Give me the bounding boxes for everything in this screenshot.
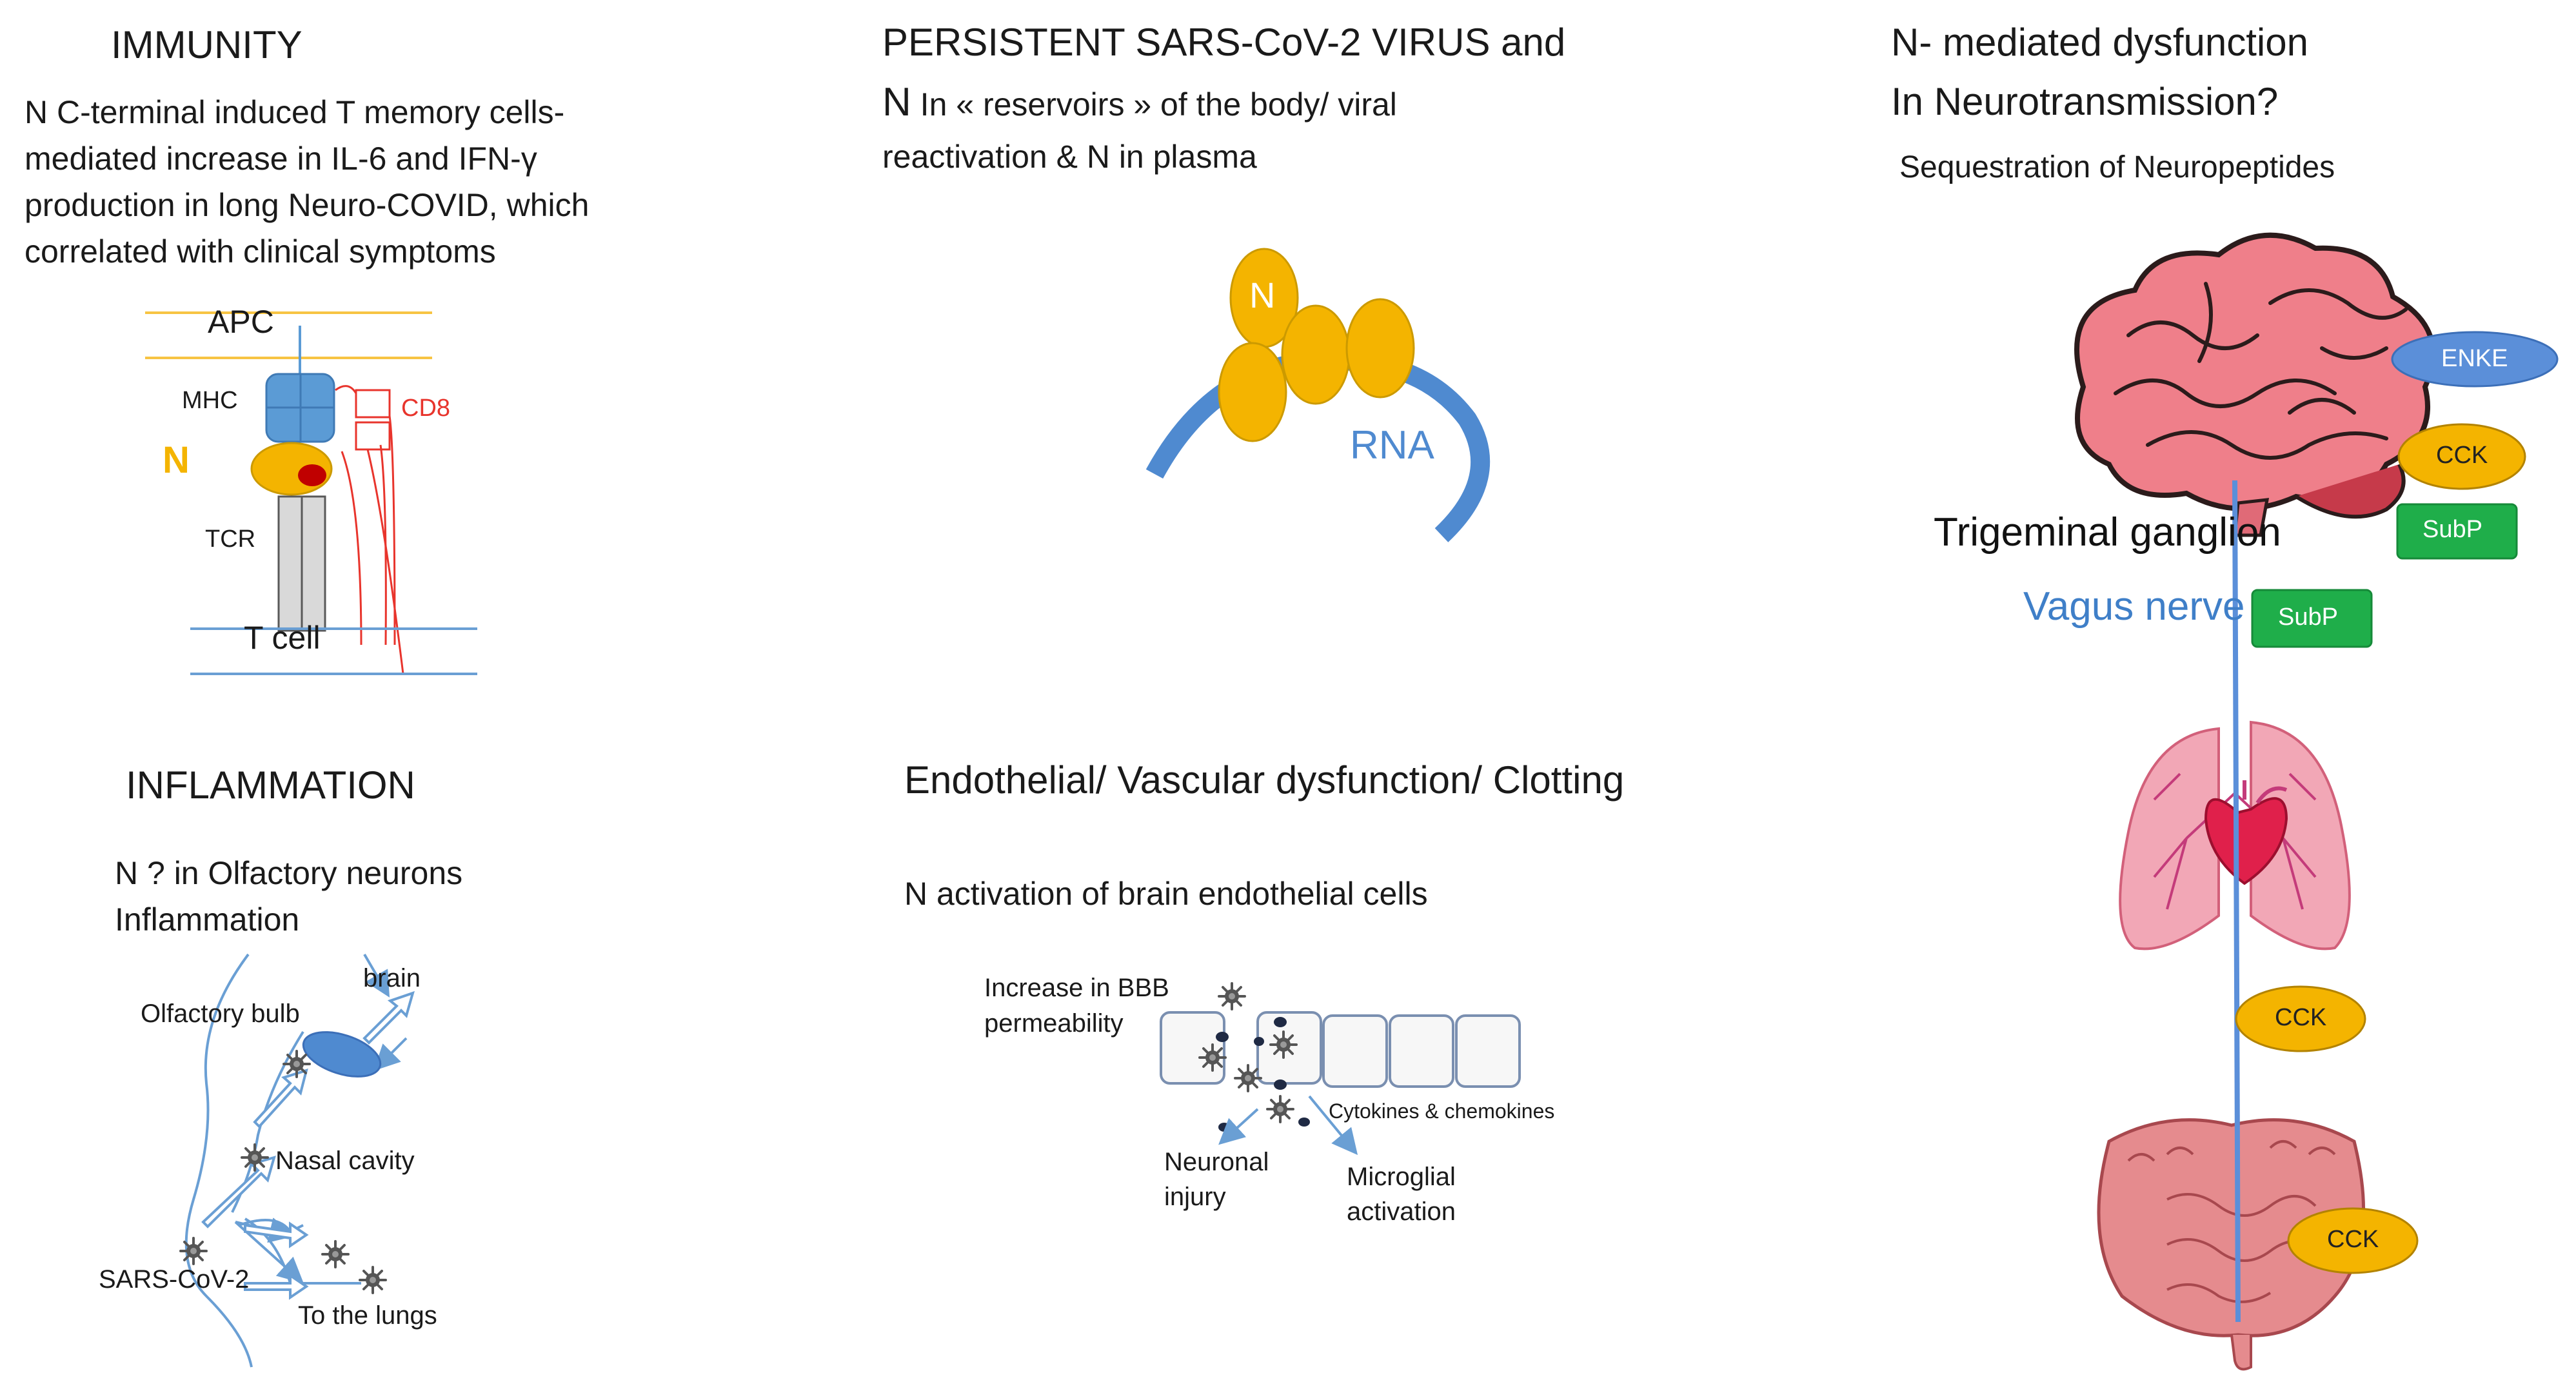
cck-badge-heart <box>2235 985 2366 1052</box>
subp-label-nerve: SubP <box>2278 604 2338 631</box>
persistent-title: PERSISTENT SARS-CoV-2 VIRUS and <box>882 21 1566 64</box>
olfactory-bulb-label: Olfactory bulb <box>141 1000 300 1028</box>
endothelial-subtitle: N activation of brain endothelial cells <box>904 876 1428 912</box>
neuro-subtitle: Sequestration of Neuropeptides <box>1899 150 2335 184</box>
immunity-text-line-2: mediated increase in IL-6 and IFN-γ <box>25 141 537 177</box>
subp-badge-nerve <box>2251 589 2373 648</box>
rna-label: RNA <box>1350 423 1434 468</box>
immunity-title: IMMUNITY <box>111 23 302 66</box>
enke-badge <box>2391 331 2559 388</box>
mhc-label: MHC <box>182 387 238 414</box>
vagus-nerve-line <box>2232 480 2241 1323</box>
n-protein-label: N <box>1249 275 1276 315</box>
olfactory-bulb <box>302 1031 382 1078</box>
to-the-lungs-label: To the lungs <box>298 1301 437 1330</box>
immune-synapse-diagram <box>145 311 477 675</box>
n-label-immunity: N <box>163 439 190 481</box>
persistent-line-2: N In « reservoirs » of the body/ viral <box>882 77 1397 128</box>
nasal-outline-left <box>184 953 253 1368</box>
t-cell-label: T cell <box>244 620 321 656</box>
nucleocapsid-rna-diagram <box>1145 248 1491 542</box>
n-protein-2 <box>1218 342 1287 442</box>
neuro-title-line-1: N- mediated dysfunction <box>1891 21 2308 64</box>
heart-icon <box>2204 780 2288 885</box>
persistent-n-letter: N <box>882 80 911 124</box>
upward-arrows <box>201 990 415 1300</box>
enke-label: ENKE <box>2441 345 2508 372</box>
intestine-icon <box>2097 1118 2366 1371</box>
neuronal-injury-line-2: injury <box>1164 1183 1226 1211</box>
cck-badge-gut <box>2287 1207 2419 1274</box>
neuro-title-line-2: In Neurotransmission? <box>1891 80 2279 123</box>
cck-label-brain: CCK <box>2436 442 2488 469</box>
cd8-coreceptor <box>335 385 404 675</box>
subp-badge-brain <box>2396 503 2518 560</box>
immunity-text-line-1: N C-terminal induced T memory cells- <box>25 94 565 130</box>
cck-label-gut: CCK <box>2327 1226 2379 1253</box>
brain-label: brain <box>363 964 421 992</box>
cerebellum <box>2295 463 2406 519</box>
bbb-label-line-2: permeability <box>984 1009 1124 1038</box>
lungs-icon <box>2119 709 2351 951</box>
cytokines-label: Cytokines & chemokines <box>1329 1099 1555 1123</box>
endothelial-title: Endothelial/ Vascular dysfunction/ Clott… <box>904 758 1625 802</box>
persistent-line-2-rest: In « reservoirs » of the body/ viral <box>911 86 1397 123</box>
inflammation-line-1: N ? in Olfactory neurons <box>115 855 463 891</box>
apc-label: APC <box>208 304 274 340</box>
tcr-chain-b <box>301 495 326 632</box>
cck-badge-brain <box>2397 423 2526 490</box>
brain-icon <box>2074 232 2436 537</box>
microglial-activation-line-1: Microglial <box>1347 1163 1456 1191</box>
cd8-label: CD8 <box>401 395 451 422</box>
trigeminal-ganglion-label: Trigeminal ganglion <box>1934 510 2281 555</box>
subp-label-brain: SubP <box>2422 516 2482 543</box>
inflammation-title: INFLAMMATION <box>126 763 415 807</box>
microglial-activation-line-2: activation <box>1347 1197 1456 1226</box>
immunity-text-line-3: production in long Neuro-COVID, which <box>25 187 590 223</box>
endothelial-cells <box>1160 1011 1521 1088</box>
n-protein-4 <box>1345 298 1415 399</box>
cck-label-heart: CCK <box>2275 1004 2327 1031</box>
sars-cov-2-label: SARS-CoV-2 <box>99 1265 250 1294</box>
bbb-label-line-1: Increase in BBB <box>984 974 1169 1002</box>
persistent-line-3: reactivation & N in plasma <box>882 139 1257 175</box>
inflammation-line-2: Inflammation <box>115 901 300 938</box>
vagus-nerve-label: Vagus nerve <box>2023 584 2245 629</box>
neuronal-injury-line-1: Neuronal <box>1164 1148 1269 1176</box>
tcr-chain-a <box>277 495 303 632</box>
rectum <box>2230 1334 2252 1371</box>
immunity-text-line-4: correlated with clinical symptoms <box>25 233 496 270</box>
nasal-cavity-label: Nasal cavity <box>275 1147 415 1175</box>
n-protein-3 <box>1281 304 1351 405</box>
tcr-label: TCR <box>205 526 256 553</box>
